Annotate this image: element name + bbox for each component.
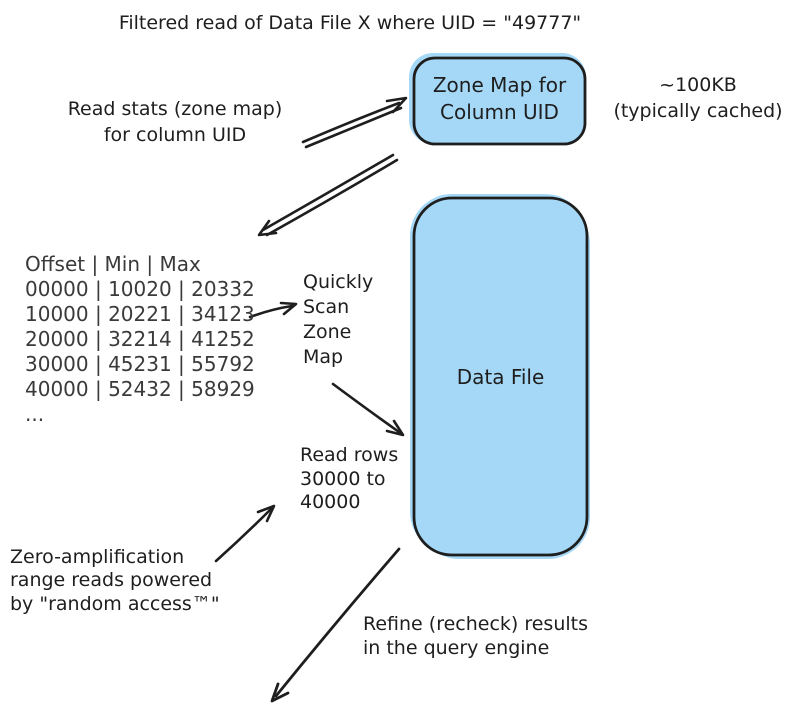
scan-note-line3: Zone	[303, 321, 352, 343]
scan-note-line2: Scan	[303, 296, 350, 318]
scan-note: Quickly Scan Zone Map	[303, 270, 373, 370]
read-stats-line2: for column UID	[103, 124, 247, 146]
arrow-zero-amp-to-read-rows	[214, 504, 276, 563]
zone-map-label-line1: Zone Map for	[432, 73, 567, 97]
zone-map-label-line2: Column UID	[440, 100, 559, 124]
refine-note: Refine (recheck) results in the query en…	[363, 613, 588, 660]
zone-map-table: Offset | Min | Max 00000 | 10020 | 20332…	[25, 252, 255, 427]
arrow-scan-to-data-file	[331, 382, 405, 437]
zone-map-table-row: 00000 | 10020 | 20332	[25, 277, 255, 301]
size-note-line1: ~100KB	[659, 74, 737, 96]
zero-amp-note: Zero-amplification range reads powered b…	[10, 546, 220, 616]
scan-note-line4: Map	[303, 346, 344, 368]
diagram-title: Filtered read of Data File X where UID =…	[118, 12, 582, 34]
read-rows-line1: Read rows	[300, 444, 399, 466]
read-rows-note: Read rows 30000 to 40000	[300, 444, 398, 515]
zero-amp-line2: range reads powered	[10, 569, 213, 592]
read-rows-line3: 40000	[300, 491, 361, 513]
zone-map-table-header: Offset | Min | Max	[25, 252, 201, 276]
zone-map-table-row: 30000 | 45231 | 55792	[25, 352, 255, 376]
zone-map-table-row: 40000 | 52432 | 58929	[25, 377, 255, 401]
arrow-table-to-scan	[248, 301, 298, 319]
read-stats-line1: Read stats (zone map)	[67, 98, 283, 120]
zone-map-box-shape	[409, 53, 587, 146]
zone-map-table-ellipsis: ...	[25, 402, 45, 426]
arrow-zone-map-to-table	[257, 153, 399, 237]
arrow-read-stats-to-zone-map	[301, 96, 408, 149]
refine-line2: in the query engine	[363, 636, 550, 659]
data-file-box-label: Data File	[456, 365, 545, 389]
read-stats-note: Read stats (zone map) for column UID	[40, 96, 310, 148]
scan-note-line1: Quickly	[303, 271, 374, 293]
read-rows-line2: 30000 to	[300, 467, 386, 490]
data-file-box-shape	[410, 194, 590, 559]
zero-amp-line3: by "random access™"	[10, 592, 220, 615]
arrow-data-file-to-refine	[270, 547, 401, 703]
size-note-line2: (typically cached)	[613, 100, 783, 122]
refine-line1: Refine (recheck) results	[363, 613, 589, 635]
size-note: ~100KB (typically cached)	[608, 72, 785, 124]
zone-map-box-label: Zone Map for Column UID	[414, 72, 585, 126]
zone-map-table-row: 10000 | 20221 | 34123	[25, 302, 255, 326]
zone-map-table-row: 20000 | 32214 | 41252	[25, 327, 255, 351]
zero-amp-line1: Zero-amplification	[10, 546, 185, 568]
